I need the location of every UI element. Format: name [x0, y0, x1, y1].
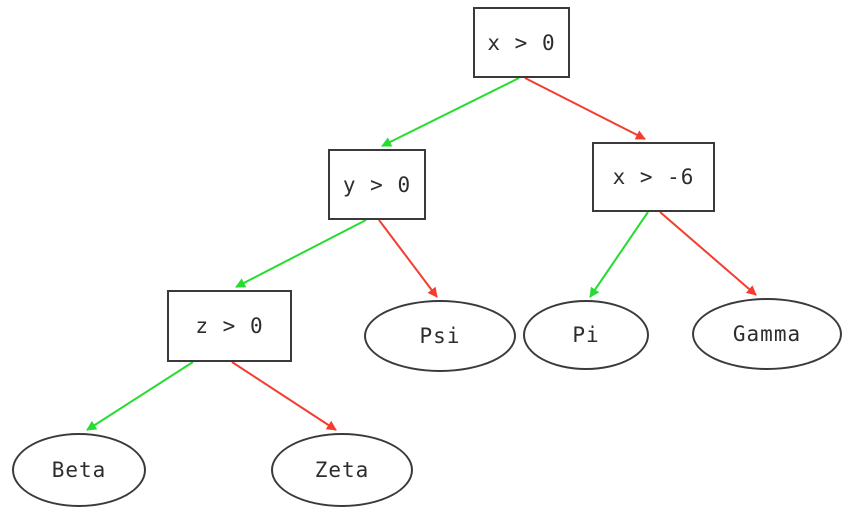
leaf-node-zeta: Zeta — [271, 433, 413, 507]
leaf-node-psi: Psi — [364, 300, 516, 372]
edge-y0-false-to-psi — [378, 219, 438, 298]
decision-node-z-gt-0: z > 0 — [167, 290, 292, 362]
leaf-node-beta: Beta — [12, 433, 146, 507]
edge-y0-true-to-z0 — [235, 219, 367, 288]
edge-x6-false-to-gamma — [659, 211, 757, 296]
edge-root-false-to-x6 — [524, 77, 646, 140]
decision-node-x-gt-0: x > 0 — [473, 7, 570, 78]
edge-z0-true-to-beta — [86, 361, 194, 431]
edge-x6-true-to-pi — [589, 211, 649, 298]
edge-z0-false-to-zeta — [231, 361, 337, 431]
leaf-node-pi: Pi — [523, 300, 649, 370]
leaf-node-gamma: Gamma — [692, 298, 842, 370]
decision-node-y-gt-0: y > 0 — [328, 149, 426, 220]
decision-node-x-gt-neg6: x > -6 — [592, 142, 715, 212]
edge-root-true-to-y0 — [381, 77, 520, 147]
